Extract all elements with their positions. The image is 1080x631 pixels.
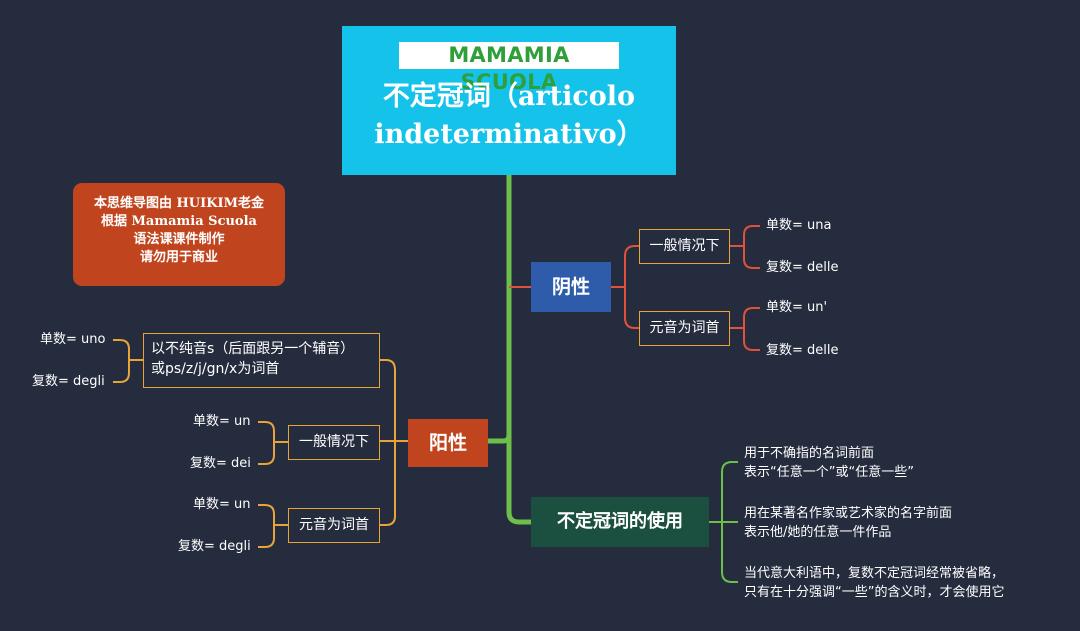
link-masc-subs	[380, 359, 408, 526]
link-masc-impure-leaves	[113, 339, 143, 383]
masculine-general-singular: 单数= un	[193, 414, 251, 429]
masculine-general-plural: 复数= dei	[190, 456, 251, 471]
credits-line: 本思维导图由 HUIKIM老金	[94, 196, 264, 211]
feminine-vowel-plural: 复数= delle	[766, 343, 839, 358]
link-masc-general-leaves	[258, 421, 288, 465]
link-fem-vowel-leaves	[730, 307, 760, 351]
credits-line: 请勿用于商业	[139, 250, 218, 265]
usage-item-line: 表示他/她的任意一件作品	[744, 525, 892, 540]
trunk-to-usage	[506, 435, 531, 525]
feminine-topic[interactable]: 阴性	[531, 262, 611, 312]
usage-item-line: 表示“任意一个”或“任意一些”	[744, 465, 914, 480]
masculine-vowel-topic[interactable]: 元音为词首	[288, 508, 380, 543]
masculine-impure-line1: 以不纯音s（后面跟另一个辅音）	[151, 341, 355, 357]
masculine-impure-line2: 或ps/z/j/gn/x为词首	[151, 361, 280, 377]
credits-note: 本思维导图由 HUIKIM老金 根据 Mamamia Scuola 语法课课件制…	[73, 183, 285, 286]
feminine-general-topic[interactable]: 一般情况下	[639, 229, 730, 264]
masculine-impure-plural: 复数= degli	[32, 374, 105, 389]
root-topic: MAMAMIA SCUOLA 不定冠词（articolo indetermina…	[342, 26, 676, 175]
feminine-vowel-topic[interactable]: 元音为词首	[639, 311, 730, 346]
masculine-impure-s-topic[interactable]: 以不纯音s（后面跟另一个辅音） 或ps/z/j/gn/x为词首	[143, 333, 380, 388]
usage-item-line: 当代意大利语中，复数不定冠词经常被省略，	[744, 566, 1005, 581]
usage-item-line: 只有在十分强调“一些”的含义时，才会使用它	[744, 585, 1005, 600]
root-title: 不定冠词（articolo indeterminativo）	[374, 81, 644, 150]
link-fem-general-leaves	[730, 225, 760, 269]
usage-item: 用在某著名作家或艺术家的名字前面 表示他/她的任意一件作品	[744, 504, 952, 542]
trunk-line	[488, 175, 512, 444]
link-fem-subs	[611, 245, 639, 329]
usage-item-line: 用在某著名作家或艺术家的名字前面	[744, 506, 953, 521]
credits-line: 根据 Mamamia Scuola	[101, 214, 257, 229]
feminine-general-plural: 复数= delle	[766, 260, 839, 275]
feminine-vowel-singular: 单数= un'	[766, 300, 828, 315]
masculine-impure-singular: 单数= uno	[40, 332, 106, 347]
masculine-topic[interactable]: 阳性	[408, 419, 488, 467]
masculine-general-topic[interactable]: 一般情况下	[288, 425, 380, 460]
link-masc-vowel-leaves	[258, 504, 288, 548]
usage-item: 用于不确指的名词前面 表示“任意一个”或“任意一些”	[744, 444, 914, 482]
usage-item-line: 用于不确指的名词前面	[744, 446, 875, 461]
feminine-general-singular: 单数= una	[766, 218, 832, 233]
masculine-vowel-singular: 单数= un	[193, 497, 251, 512]
link-usage-items	[709, 461, 738, 583]
usage-item: 当代意大利语中，复数不定冠词经常被省略， 只有在十分强调“一些”的含义时，才会使…	[744, 564, 1004, 602]
masculine-vowel-plural: 复数= degli	[178, 539, 251, 554]
usage-topic[interactable]: 不定冠词的使用	[531, 497, 709, 547]
mamamia-scuola-logo: MAMAMIA SCUOLA	[399, 42, 619, 94]
credits-line: 语法课课件制作	[133, 232, 225, 247]
